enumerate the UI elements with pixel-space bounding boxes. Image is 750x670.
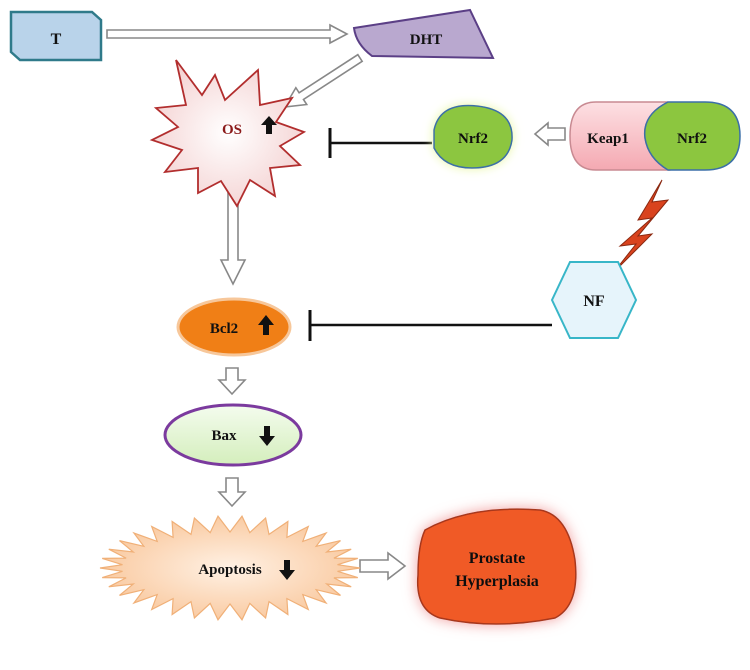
node-apoptosis-label: Apoptosis: [198, 562, 262, 578]
lightning-bolt-icon: [613, 179, 670, 273]
node-bax-label: Bax: [211, 428, 237, 444]
up-arrow-icon: [261, 116, 277, 134]
node-dht-label: DHT: [410, 32, 443, 48]
node-keap1-label: Keap1: [587, 131, 629, 147]
node-t: T: [9, 10, 103, 62]
arrow-keap1-to-nrf2: [533, 121, 566, 147]
node-nf: NF: [550, 261, 638, 339]
node-bcl2-label: Bcl2: [210, 321, 238, 337]
node-nrf2-bound-label: Nrf2: [677, 131, 707, 147]
node-nrf2-free-label: Nrf2: [458, 131, 488, 147]
node-prostate-hyperplasia: Prostate Hyperplasia: [416, 508, 577, 625]
node-bax: Bax: [163, 403, 303, 467]
arrow-bcl2-to-bax: [217, 367, 247, 396]
up-arrow-icon: [258, 315, 274, 335]
arrow-t-to-dht: [106, 23, 349, 45]
node-os-label: OS: [222, 122, 242, 138]
node-keap1-nrf2-complex: Keap1 Nrf2: [569, 101, 741, 171]
inhibit-nf-bcl2: [308, 310, 552, 341]
node-nrf2-free: Nrf2: [433, 104, 513, 169]
down-arrow-icon: [259, 426, 275, 446]
arrow-dht-to-os: [283, 53, 364, 108]
arrow-bax-to-apoptosis: [217, 477, 247, 508]
node-apoptosis: Apoptosis: [99, 515, 361, 621]
node-prostate-label-line1: Prostate: [469, 550, 526, 567]
node-dht: DHT: [352, 8, 495, 60]
down-arrow-icon: [279, 560, 295, 580]
node-prostate-label-line2: Hyperplasia: [455, 573, 539, 590]
node-bcl2: Bcl2: [176, 297, 292, 357]
node-os: OS: [149, 59, 307, 208]
arrow-apoptosis-to-prostate: [359, 551, 407, 581]
node-t-label: T: [51, 31, 62, 48]
inhibit-nrf2-os: [328, 128, 432, 158]
node-nf-label: NF: [583, 293, 605, 310]
